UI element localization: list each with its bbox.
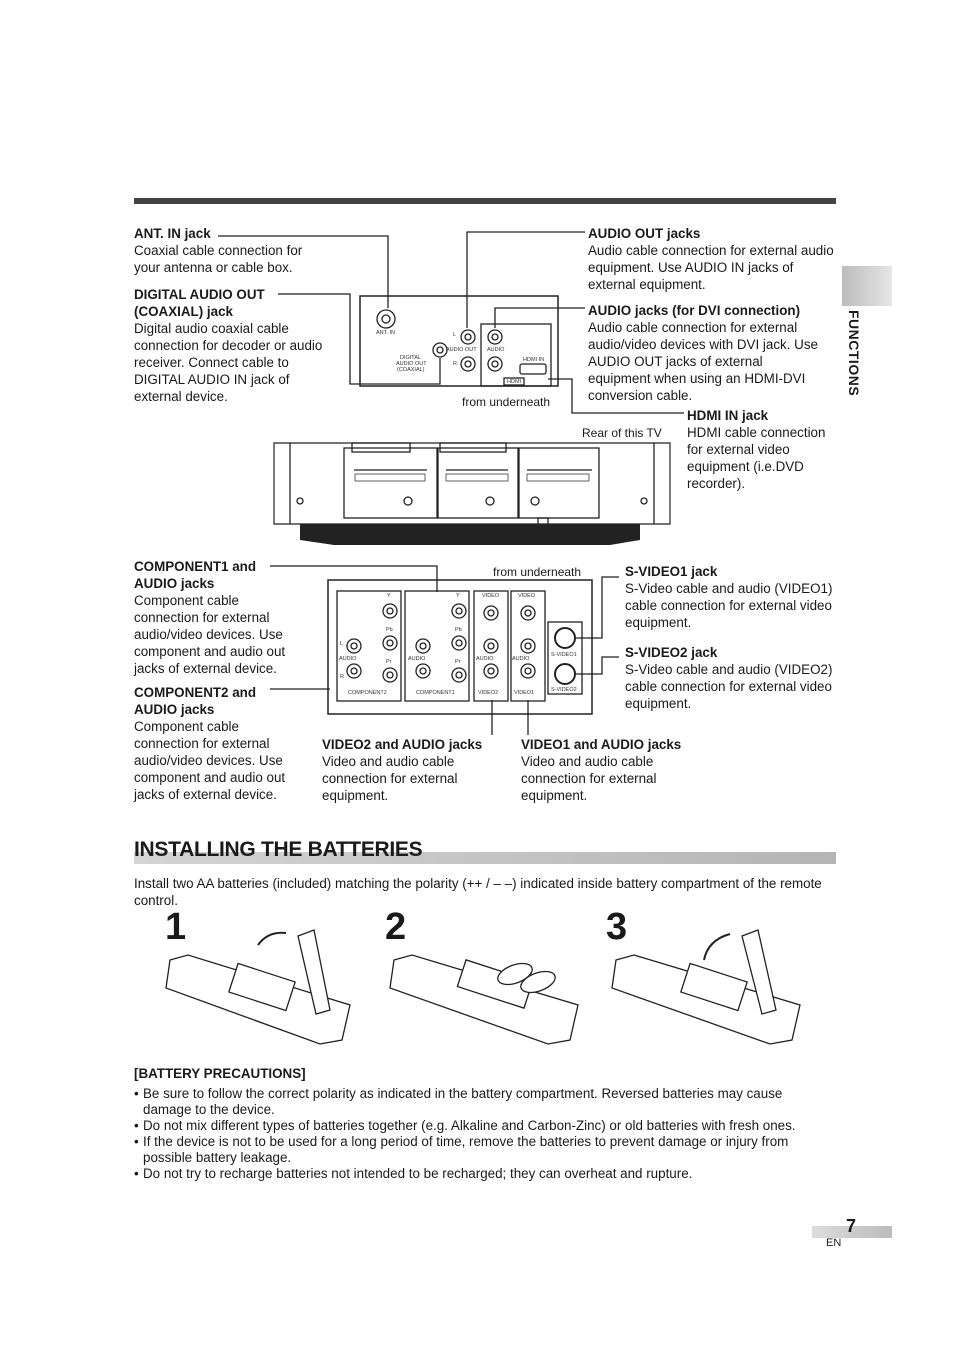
panel-y-label: Y [387,593,391,599]
panel-audio-label: AUDIO [476,656,494,662]
panel-pr-label: Pr [386,659,392,665]
remote-step1 [165,929,351,1045]
top-rule [134,198,836,204]
remote-step2 [389,954,579,1045]
remote-step3 [611,929,801,1045]
panel-r-label: R [453,361,457,367]
caption-from-underneath-bottom: from underneath [493,565,582,579]
page-language: EN [826,1237,842,1249]
panel-audio-out-coax-label: AUDIO OUT [396,361,427,367]
step-number: 3 [606,906,628,948]
panel-svideo2-label: S-VIDEO2 [551,687,577,693]
panel-audio-out-label: AUDIO OUT [446,347,477,353]
label-audio-dvi: AUDIO jacks (for DVI connection)Audio ca… [588,303,818,403]
caption-rear-of-tv: Rear of this TV [582,426,662,440]
panel-audio-label: AUDIO [339,656,357,662]
panel-digital-label: DIGITAL [400,355,421,361]
step-number: 1 [165,906,187,948]
panel-y-label: Y [456,593,460,599]
caption-from-underneath-top: from underneath [462,395,551,409]
panel-video-label: VIDEO [482,593,500,599]
panel-hdmi-in-label: HDMI IN [523,357,545,363]
panel-hdmi-label: HDMI [507,379,522,385]
precautions-list: Be sure to follow the correct polarity a… [134,1086,824,1182]
panel-video-label: VIDEO [518,593,536,599]
panel-l-label: L [340,641,344,647]
section-title: INSTALLING THE BATTERIES [134,838,423,861]
precautions-title: [BATTERY PRECAUTIONS] [134,1066,306,1081]
bottom-jack-panel [327,579,593,715]
panel-coaxial-label: (COAXIAL) [397,367,425,373]
panel-pb-label: Pb [386,627,393,633]
panel-audio-label: AUDIO [512,656,530,662]
battery-intro: Install two AA batteries (included) matc… [134,876,822,908]
panel-svideo1-label: S-VIDEO1 [551,652,577,658]
panel-video2-label: VIDEO2 [478,690,499,696]
page-number: 7 [846,1216,857,1236]
top-jack-panel [359,295,559,387]
panel-ant-in-label: ANT. IN [376,330,395,336]
panel-l-label: L [453,332,457,338]
panel-r-label: R [340,674,344,680]
panel-audio-label: AUDIO [408,656,426,662]
panel-audio-label: AUDIO [487,347,505,353]
panel-pr-label: Pr [455,659,461,665]
panel-video1-label: VIDEO1 [514,690,535,696]
step-number: 2 [385,906,407,948]
panel-component2-label: COMPONENT2 [348,690,387,696]
list-item: If the device is not to be used for a lo… [134,1134,824,1166]
panel-component1-label: COMPONENT1 [416,690,455,696]
panel-pb-label: Pb [455,627,462,633]
list-item: Do not mix different types of batteries … [134,1118,824,1134]
list-item: Be sure to follow the correct polarity a… [134,1086,824,1118]
page-number-bar [812,1226,892,1238]
list-item: Do not try to recharge batteries not int… [134,1166,824,1182]
section-tab [842,266,892,306]
